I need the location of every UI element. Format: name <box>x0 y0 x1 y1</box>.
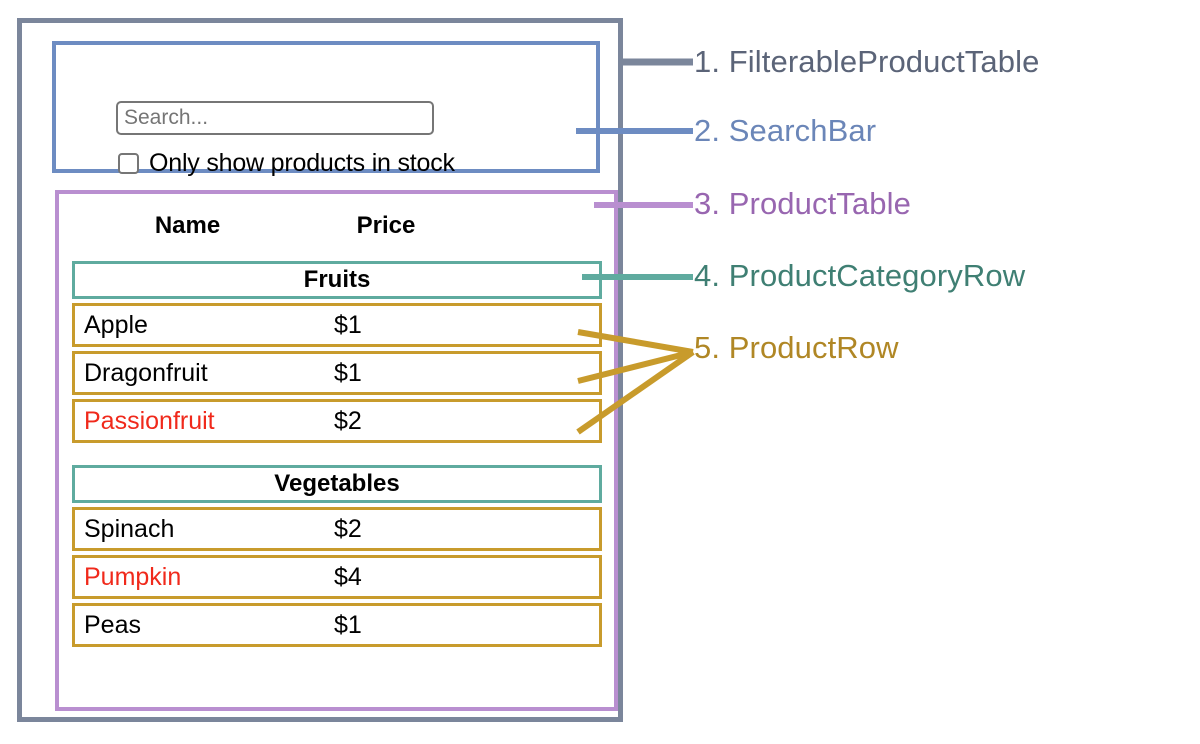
only-in-stock-checkbox[interactable] <box>118 153 139 174</box>
product-name: Passionfruit <box>84 406 215 435</box>
only-in-stock-label: Only show products in stock <box>149 149 455 177</box>
product-row[interactable]: Pumpkin $4 <box>72 555 602 599</box>
product-row[interactable]: Peas $1 <box>72 603 602 647</box>
search-input[interactable] <box>116 101 434 135</box>
filterable-product-table-box: Only show products in stock Name Price F… <box>17 18 623 722</box>
product-rows-area: Fruits Apple $1 Dragonfruit $1 Passionfr… <box>72 261 602 651</box>
annotation-label-product-table: 3. ProductTable <box>694 186 911 221</box>
annotation-label-search-bar: 2. SearchBar <box>694 113 877 148</box>
stock-filter-row[interactable]: Only show products in stock <box>118 149 455 178</box>
annotation-label-filterable-product-table: 1. FilterableProductTable <box>694 44 1040 79</box>
product-name: Peas <box>84 610 141 639</box>
product-category-row: Vegetables <box>72 465 602 503</box>
annotation-label-product-category-row: 4. ProductCategoryRow <box>694 258 1026 293</box>
product-table-box: Name Price Fruits Apple $1 Dragonfruit $… <box>55 190 618 711</box>
search-bar-box: Only show products in stock <box>52 41 600 177</box>
product-price: $2 <box>334 514 362 543</box>
product-price: $4 <box>334 562 362 591</box>
product-name: Dragonfruit <box>84 358 208 387</box>
product-name: Apple <box>84 310 148 339</box>
product-row[interactable]: Apple $1 <box>72 303 602 347</box>
product-row[interactable]: Passionfruit $2 <box>72 399 602 443</box>
product-price: $1 <box>334 310 362 339</box>
product-category-row: Fruits <box>72 261 602 299</box>
product-row[interactable]: Dragonfruit $1 <box>72 351 602 395</box>
annotation-label-product-row: 5. ProductRow <box>694 330 899 365</box>
group-spacer <box>72 447 602 465</box>
column-header-name: Name <box>154 212 221 239</box>
product-price: $1 <box>334 610 362 639</box>
column-header-price: Price <box>356 212 416 239</box>
product-name: Pumpkin <box>84 562 182 591</box>
product-price: $2 <box>334 406 362 435</box>
product-price: $1 <box>334 358 362 387</box>
product-name: Spinach <box>84 514 175 543</box>
product-row[interactable]: Spinach $2 <box>72 507 602 551</box>
product-category-label: Fruits <box>303 266 371 293</box>
product-table-header: Name Price <box>59 208 614 244</box>
product-category-label: Vegetables <box>274 470 400 497</box>
